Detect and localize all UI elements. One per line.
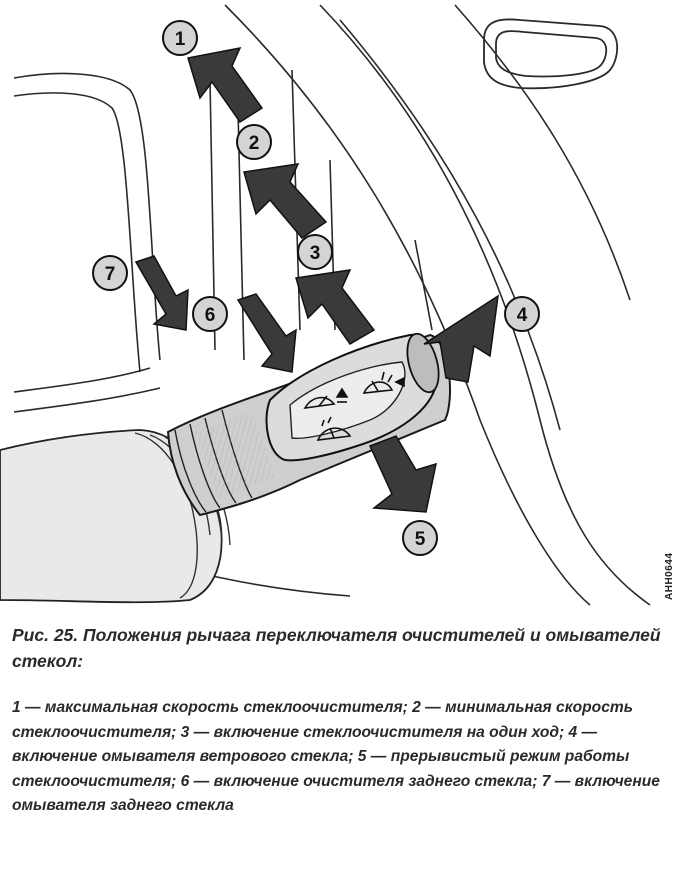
lever-knob: [265, 332, 440, 462]
arrow-6-icon: [236, 293, 297, 373]
lever-drawing: 1 2 3 4 5 6 7: [0, 4, 651, 606]
marker-7-label: 7: [105, 264, 116, 285]
switch-lever-illustration: 1 2 3 4 5 6 7 AHH0644: [0, 4, 675, 606]
marker-3-label: 3: [310, 243, 321, 264]
arrows: [134, 46, 499, 513]
figure-caption: Рис. 25. Положения рычага переключателя …: [12, 625, 661, 671]
arrow-1-icon: [187, 46, 264, 124]
marker-4-label: 4: [517, 305, 528, 326]
marker-6-label: 6: [205, 305, 216, 326]
marker-1-label: 1: [175, 29, 186, 50]
marker-1: 1: [162, 20, 198, 56]
marker-6: 6: [192, 296, 228, 332]
arrow-3-icon: [295, 269, 376, 345]
mirror-outline: [483, 18, 619, 90]
figure-code: AHH0644: [664, 552, 675, 600]
arrow-2-icon: [243, 163, 328, 239]
marker-5-label: 5: [415, 529, 426, 550]
marker-7: 7: [92, 255, 128, 291]
wiper-washer-symbol-icon: [362, 371, 405, 394]
arrow-7-icon: [134, 255, 189, 331]
figure-legend: 1 — максимальная скорость стеклоочистите…: [12, 699, 660, 815]
marker-5: 5: [402, 520, 438, 556]
wiper-symbol-front-icon: [303, 387, 349, 410]
arrow-5-icon: [368, 435, 437, 513]
arrow-4-icon: [423, 294, 499, 383]
wiper-symbol-rear-icon: [316, 416, 352, 441]
marker-4: 4: [504, 296, 540, 332]
marker-2-label: 2: [249, 133, 260, 154]
marker-3: 3: [297, 234, 333, 270]
marker-2: 2: [236, 124, 272, 160]
